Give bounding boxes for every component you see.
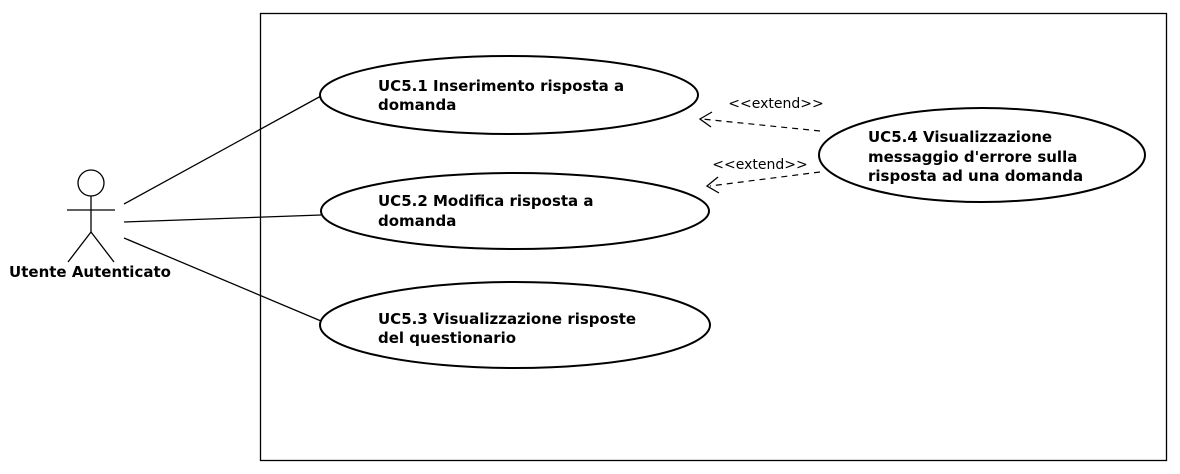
use-case-uc52-line2: domanda bbox=[378, 212, 456, 230]
use-case-uc54[interactable] bbox=[818, 107, 1146, 203]
association-uc53 bbox=[123, 237, 322, 322]
actor-figure bbox=[67, 169, 115, 263]
use-case-uc54-line1: UC5.4 Visualizzazione bbox=[868, 128, 1052, 146]
use-case-uc54-line3: risposta ad una domanda bbox=[868, 167, 1083, 185]
use-case-uc52[interactable] bbox=[320, 172, 710, 250]
use-case-uc51[interactable] bbox=[319, 55, 699, 135]
use-case-uc53-line2: del questionario bbox=[378, 329, 516, 347]
use-case-uc51-line1: UC5.1 Inserimento risposta a bbox=[378, 77, 624, 95]
actor-label: Utente Autenticato bbox=[9, 263, 171, 281]
association-uc51 bbox=[123, 95, 322, 205]
extend-relation-uc51 bbox=[698, 111, 821, 132]
actor-left-leg bbox=[67, 231, 92, 263]
extend-label-2: <<extend>> bbox=[712, 157, 807, 173]
actor-head bbox=[77, 169, 105, 197]
system-boundary bbox=[259, 12, 1168, 462]
extend-relation-uc52 bbox=[705, 171, 821, 194]
association-uc52 bbox=[123, 214, 322, 223]
use-case-uc53[interactable] bbox=[319, 281, 711, 369]
use-case-uc52-line1: UC5.2 Modifica risposta a bbox=[378, 192, 594, 210]
use-case-uc51-line2: domanda bbox=[378, 96, 456, 114]
use-case-uc54-line2: messaggio d'errore sulla bbox=[868, 148, 1077, 166]
actor-right-leg bbox=[90, 231, 115, 263]
use-case-uc53-line1: UC5.3 Visualizzazione risposte bbox=[378, 310, 636, 328]
extend-label-1: <<extend>> bbox=[728, 96, 823, 112]
